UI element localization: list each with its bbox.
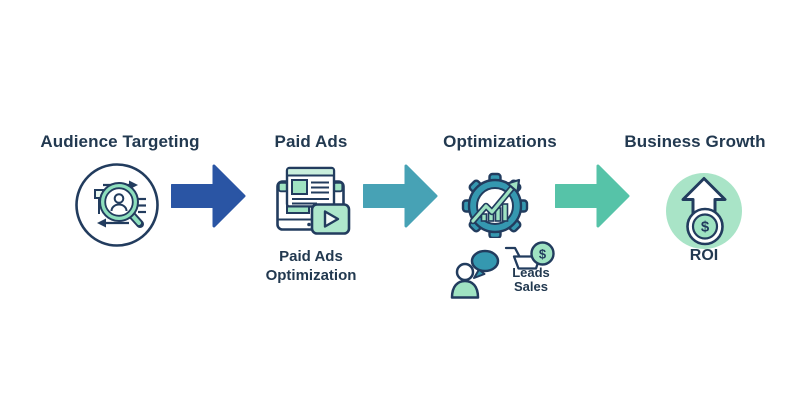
stage-title-audience-targeting: Audience Targeting	[40, 132, 200, 151]
leads-label: Leads	[512, 265, 550, 280]
roi-caption: ROI	[689, 247, 719, 264]
dollar-sign-glyph: $	[701, 219, 710, 236]
roi-growth-arrow-coin-icon: $	[666, 173, 742, 249]
stage-title-optimizations: Optimizations	[443, 132, 557, 151]
dollar-sign-glyph: $	[539, 247, 547, 262]
stage-title-business-growth: Business Growth	[624, 132, 766, 151]
flow-arrow-2	[363, 164, 438, 228]
shopping-cart-dollar-icon: $	[504, 241, 555, 270]
leads-sales-labels: Leads Sales	[501, 266, 561, 294]
person-chat-icon	[450, 249, 500, 299]
audience-targeting-magnifier-icon	[75, 163, 159, 247]
paid-ads-video-screen-icon	[276, 166, 351, 235]
stage-title-paid-ads: Paid Ads	[274, 132, 348, 151]
sales-label: Sales	[514, 279, 548, 294]
flow-arrow-1	[171, 164, 246, 228]
paid-ads-caption: Paid Ads Optimization	[265, 248, 357, 284]
gear-growth-chart-icon	[461, 172, 529, 238]
flow-arrow-3	[555, 164, 630, 228]
